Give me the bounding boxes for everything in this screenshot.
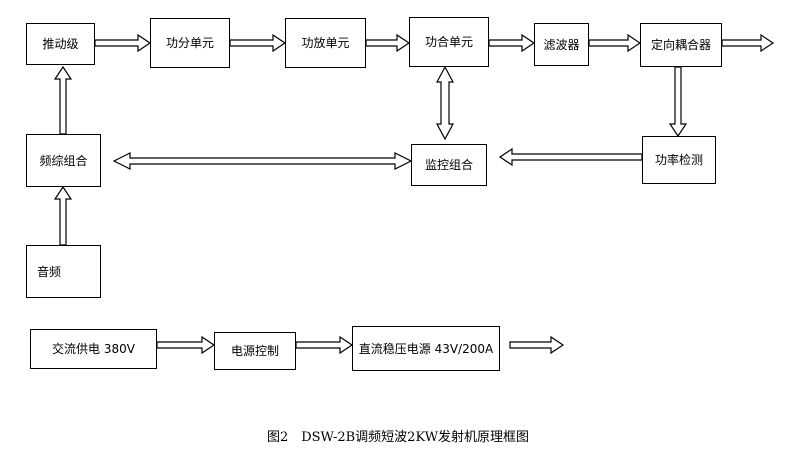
block-gongfen: 功分单元 <box>150 18 230 68</box>
block-pinzong-label: 频综组合 <box>39 153 88 168</box>
block-yinpin-label: 音频 <box>37 264 62 279</box>
block-gongfen-label: 功分单元 <box>165 36 214 50</box>
block-tuidongji-label: 推动级 <box>42 37 79 51</box>
figure-caption: 图2 DSW-2B调频短波2KW发射机原理框图 <box>266 430 530 445</box>
block-zhiliu-label: 直流稳压电源 43V/200A <box>358 341 494 356</box>
block-jiankong-label: 监控组合 <box>424 158 473 172</box>
block-tuidongji: 推动级 <box>26 23 95 65</box>
block-lvboqi: 滤波器 <box>534 23 589 66</box>
block-dianyuan-kongzhi: 电源控制 <box>214 332 296 370</box>
block-zhiliu: 直流稳压电源 43V/200A <box>352 326 500 371</box>
block-jiaoliu: 交流供电 380V <box>30 329 157 369</box>
arrow-lvbo-to-dingxiang <box>588 33 642 53</box>
block-lvboqi-label: 滤波器 <box>543 37 580 52</box>
arrow-yinpin-to-pinzong <box>53 185 73 246</box>
block-gonglv-label: 功率检测 <box>654 153 703 167</box>
arrow-dingxiang-to-gonglv <box>668 66 688 138</box>
arrow-gonghe-to-lvbo <box>488 33 536 53</box>
arrow-gongfang-to-gonghe <box>365 33 411 53</box>
block-jiaoliu-label: 交流供电 380V <box>52 342 135 356</box>
block-jiankong: 监控组合 <box>411 144 487 186</box>
arrow-zhiliu-out <box>509 335 565 355</box>
arrow-gonghe-jiankong <box>436 65 454 141</box>
arrow-dingxiang-out <box>721 33 775 53</box>
block-gongfang: 功放单元 <box>285 18 366 68</box>
block-gonghe-label: 功合单元 <box>424 35 473 49</box>
block-gongfang-label: 功放单元 <box>301 36 350 50</box>
block-pinzong: 频综组合 <box>26 134 101 187</box>
arrow-tuidong-to-gongfen <box>94 33 152 53</box>
arrow-dianyuan-to-zhiliu <box>295 335 354 355</box>
arrow-gonglv-to-jiankong <box>498 147 643 167</box>
block-dianyuan-kongzhi-label: 电源控制 <box>230 344 279 358</box>
block-yinpin: 音频 <box>26 245 101 298</box>
arrow-jiaoliu-to-dianyuan <box>156 335 216 355</box>
block-gonghe: 功合单元 <box>409 17 489 67</box>
block-dingxiang-label: 定向耦合器 <box>650 38 711 52</box>
block-dingxiang: 定向耦合器 <box>640 23 722 67</box>
block-gonglv: 功率检测 <box>642 136 716 184</box>
arrow-pinzong-to-tuidong <box>53 65 73 135</box>
arrow-pinzong-jiankong <box>112 152 413 170</box>
arrow-gongfen-to-gongfang <box>229 33 287 53</box>
